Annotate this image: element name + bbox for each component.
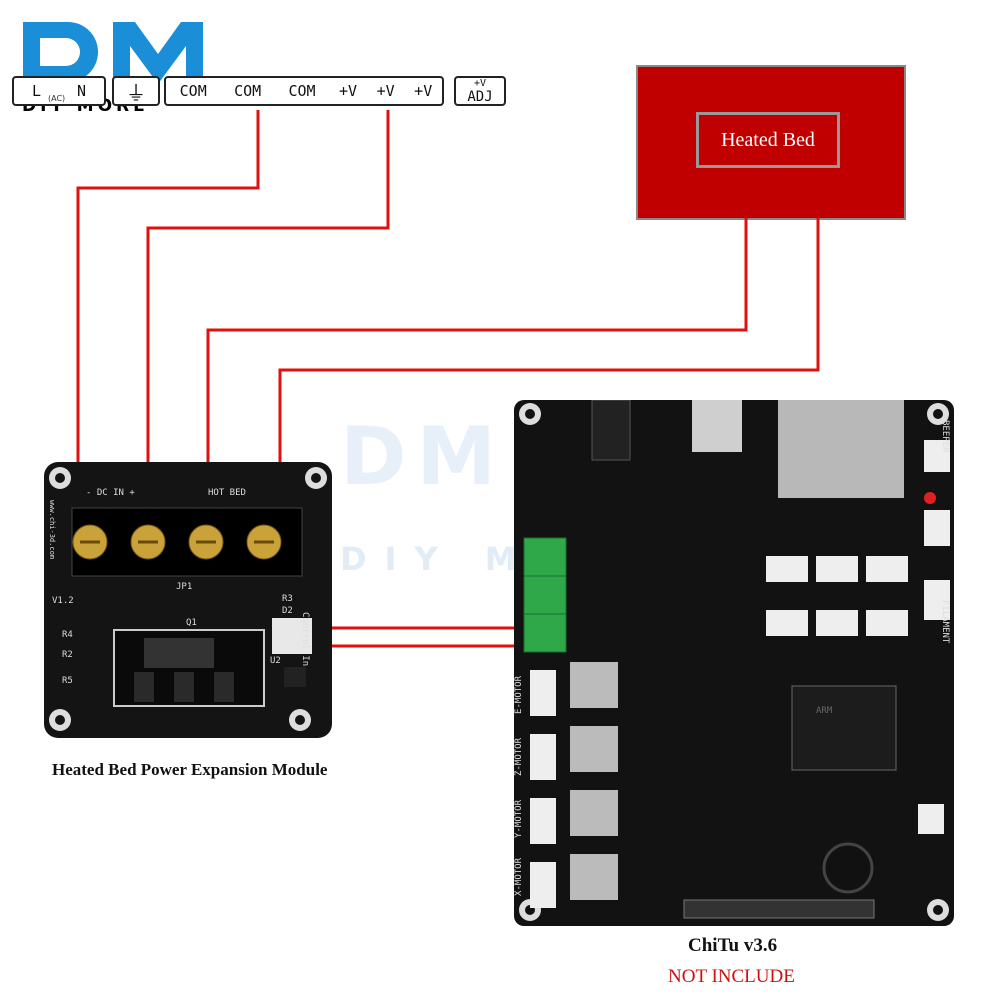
label-site: www.chi-3d.com bbox=[48, 500, 56, 560]
terminal-label-adj: ADJ bbox=[467, 88, 493, 105]
chitu-board-art bbox=[519, 400, 950, 921]
label-arm: ARM bbox=[816, 706, 833, 716]
watermark-mark: DM bbox=[340, 410, 507, 503]
wire-v-to-dc-plus bbox=[146, 110, 390, 512]
diymore-logo bbox=[23, 22, 203, 84]
terminal-label-l: L bbox=[31, 82, 42, 100]
label-version: V1.2 bbox=[52, 596, 74, 606]
ground-icon: ⏚ bbox=[126, 80, 146, 105]
terminal-label-v-1: +V bbox=[338, 82, 358, 100]
terminal-label-com-1: COM bbox=[179, 82, 207, 100]
terminal-label-v-3: +V bbox=[414, 82, 433, 100]
label-r2: R2 bbox=[62, 650, 73, 660]
label-y-motor: Y-MOTOR bbox=[514, 800, 524, 838]
terminal-output: COM COM COM +V +V +V bbox=[164, 76, 444, 106]
module-caption: Heated Bed Power Expansion Module bbox=[52, 760, 328, 779]
label-beeper: BEEPER bbox=[940, 420, 950, 453]
label-jp1: JP1 bbox=[176, 582, 193, 592]
wire-bed-to-hotbed-2 bbox=[278, 218, 820, 512]
chitu-caption: ChiTu v3.6 bbox=[688, 935, 778, 956]
terminal-adjust: +V ADJ bbox=[454, 76, 506, 106]
label-x-motor: X-MOTOR bbox=[514, 858, 524, 896]
label-dc-in: - DC IN + bbox=[86, 488, 135, 498]
terminal-label-com-3: COM bbox=[288, 82, 316, 100]
label-r5: R5 bbox=[62, 676, 73, 686]
label-u2: U2 bbox=[270, 656, 281, 666]
label-e-motor: E-MOTOR bbox=[514, 676, 524, 714]
heated-bed bbox=[636, 65, 906, 220]
label-filament: FILAMENT bbox=[940, 600, 950, 644]
terminal-ac-sublabel: (AC) bbox=[48, 94, 66, 103]
wire-bed-to-hotbed-1 bbox=[206, 218, 748, 512]
module-board-art bbox=[49, 467, 327, 731]
terminal-ac-input: L N bbox=[12, 76, 106, 106]
label-control-in: Control In bbox=[300, 612, 310, 667]
label-r3: R3 bbox=[282, 594, 293, 604]
label-d2: D2 bbox=[282, 606, 293, 616]
terminal-ground: ⏚ bbox=[112, 76, 160, 106]
heated-bed-label: Heated Bed bbox=[696, 112, 840, 168]
label-hot-bed: HOT BED bbox=[208, 488, 246, 498]
terminal-label-adj-v: +V bbox=[473, 77, 487, 89]
terminal-label-com-2: COM bbox=[234, 82, 262, 100]
label-r4: R4 bbox=[62, 630, 73, 640]
terminal-label-n: N bbox=[76, 82, 87, 100]
terminal-label-v-2: +V bbox=[376, 82, 395, 100]
label-q1: Q1 bbox=[186, 618, 197, 628]
chitu-note: NOT INCLUDE bbox=[668, 966, 795, 987]
label-z-motor: Z-MOTOR bbox=[514, 738, 524, 776]
wire-com-to-dc-minus bbox=[76, 110, 260, 512]
